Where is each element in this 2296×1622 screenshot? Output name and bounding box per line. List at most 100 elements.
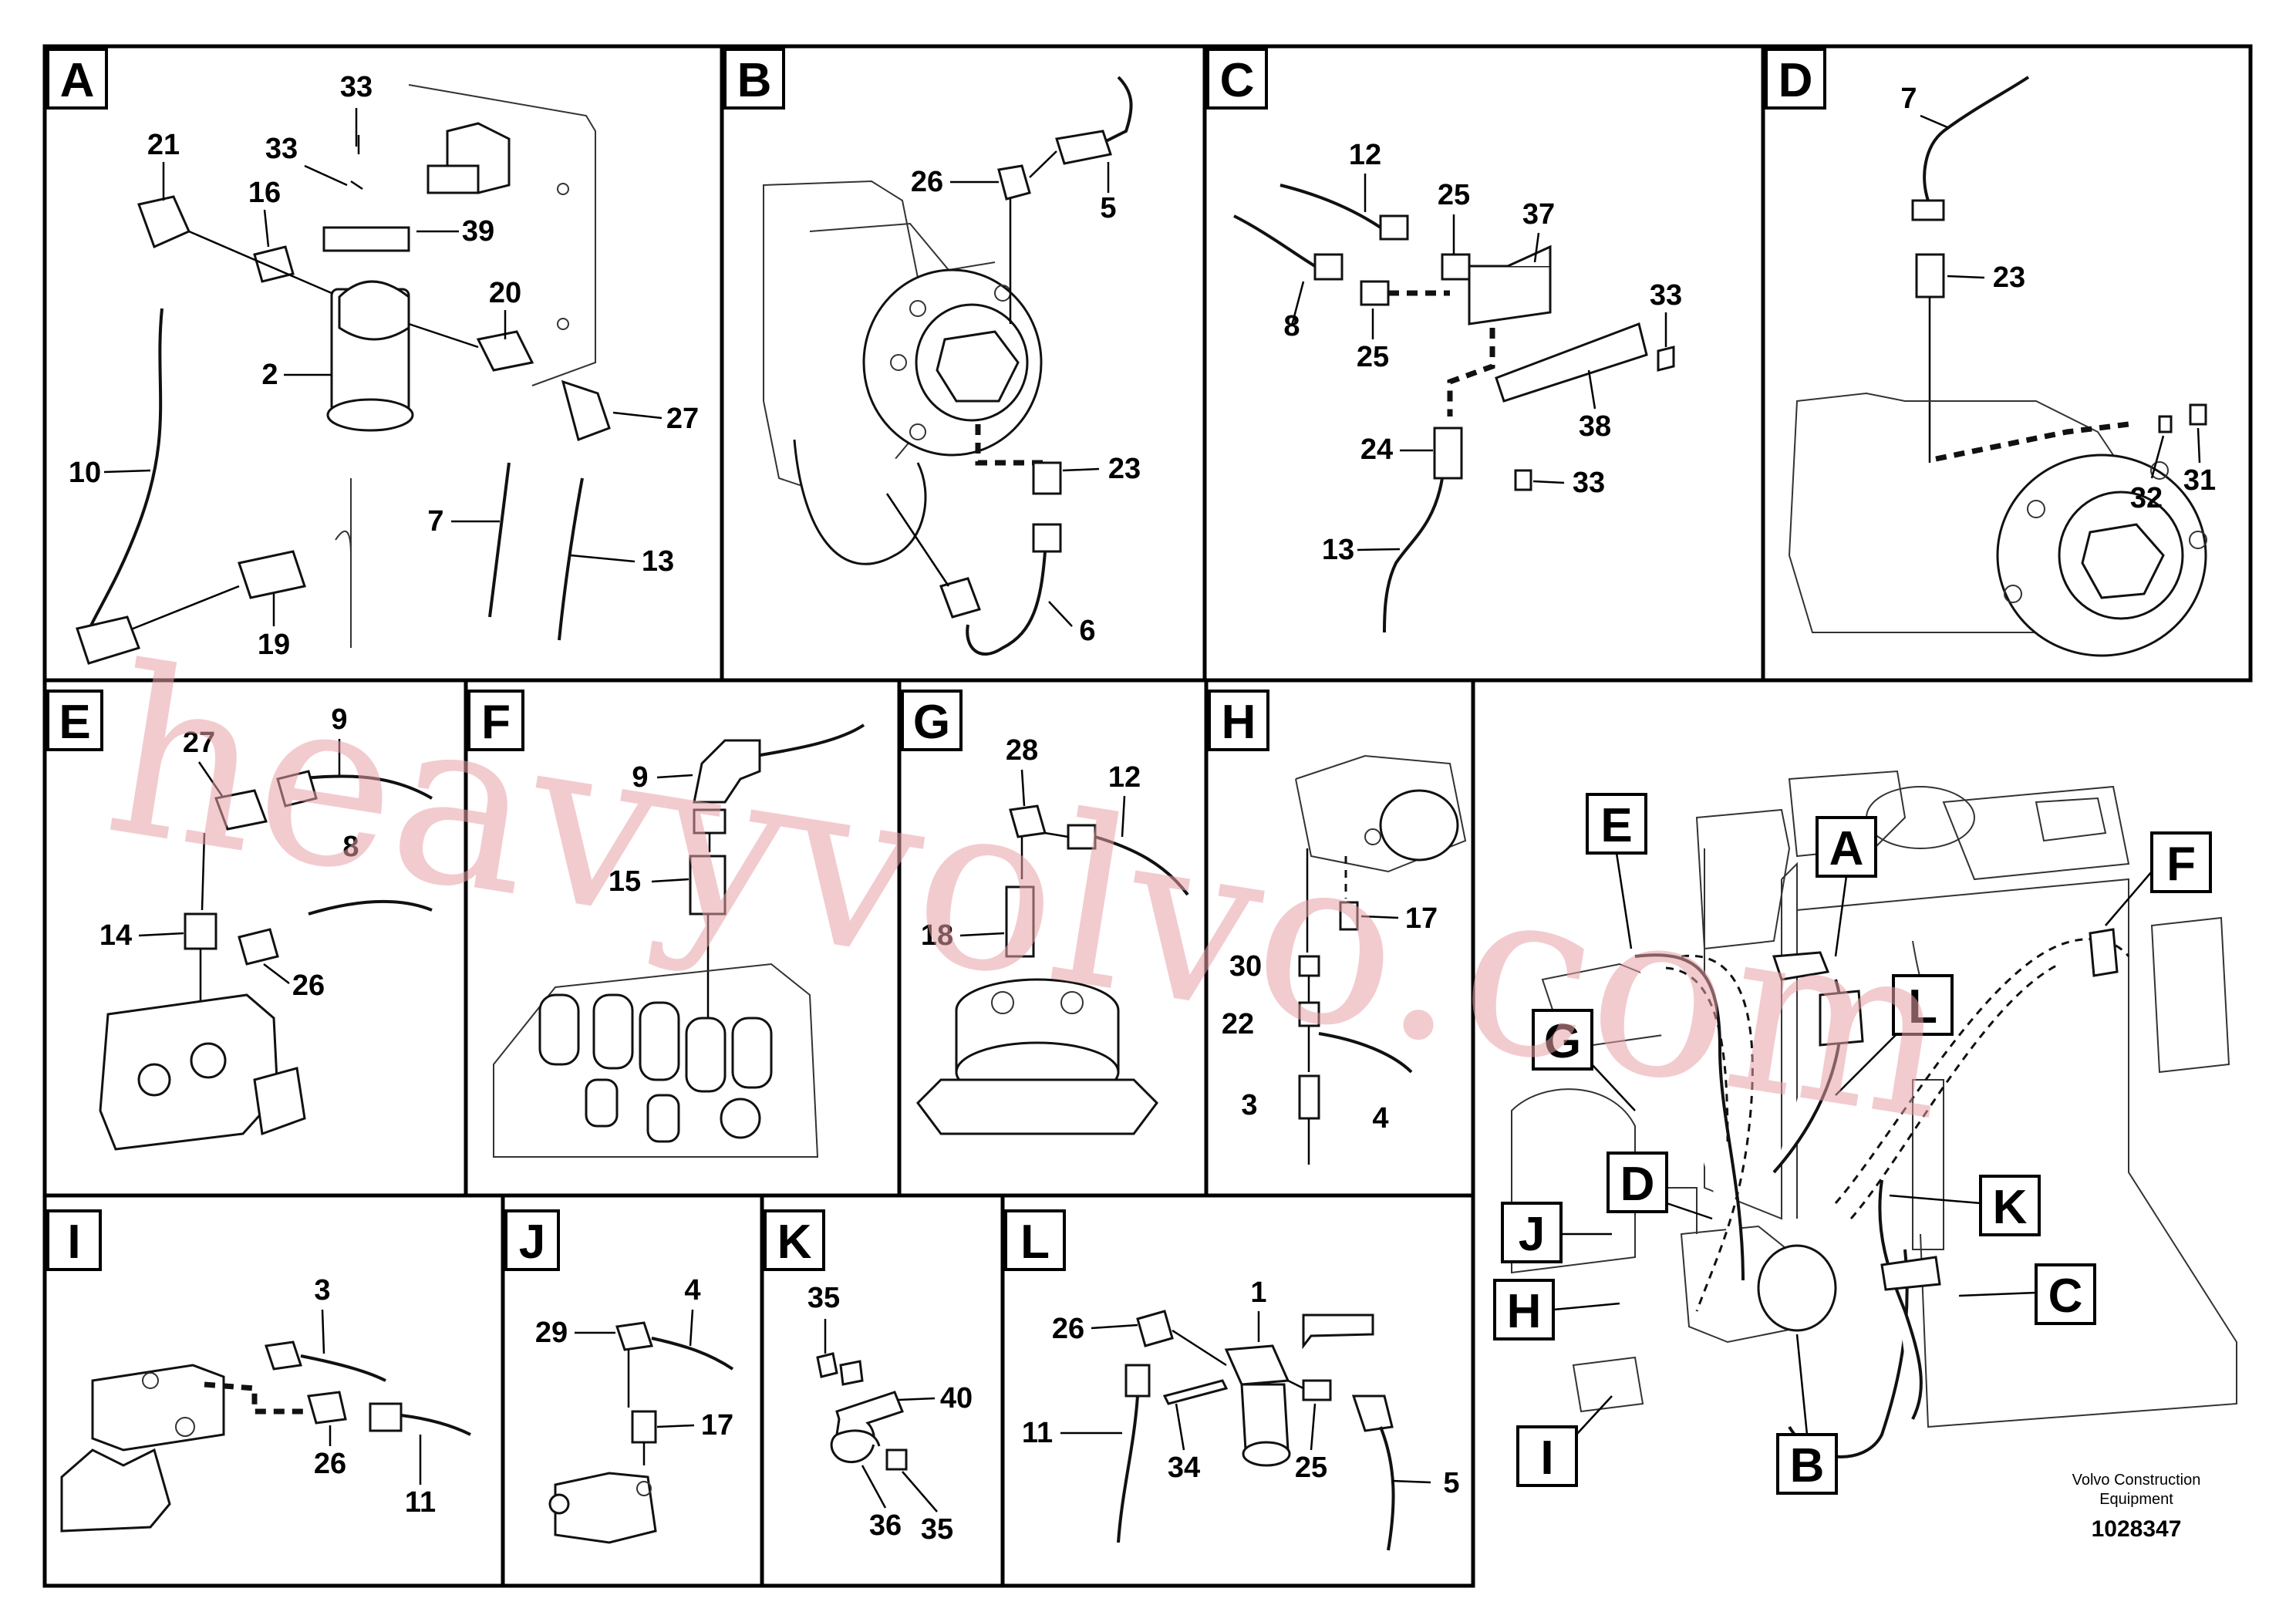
- panel-letter-D: D: [1778, 54, 1813, 107]
- panel-b-drawing: [763, 76, 1133, 656]
- panel-letter-I: I: [67, 1216, 80, 1269]
- callout-a-7: 7: [427, 505, 443, 538]
- overview-label-I: I: [1540, 1431, 1553, 1485]
- panel-h-callouts: 17 30 22 3 4: [1222, 902, 1438, 1135]
- callout-i-3: 3: [314, 1274, 330, 1307]
- panel-letter-I-tag: I: [46, 1209, 102, 1271]
- panel-letter-A: A: [60, 54, 95, 107]
- panel-a-drawing: [76, 84, 611, 665]
- panel-letter-L: L: [1020, 1216, 1050, 1269]
- panel-e-drawing: [99, 770, 433, 1151]
- callout-h-30: 30: [1229, 950, 1262, 983]
- callout-a-21: 21: [147, 129, 180, 161]
- overview-label-H: H: [1507, 1285, 1542, 1338]
- callout-g-28: 28: [1006, 734, 1038, 767]
- callout-e-27: 27: [183, 727, 215, 759]
- panel-h-drawing: [1295, 754, 1467, 1165]
- callout-g-12: 12: [1108, 761, 1141, 794]
- overview-tag-F: F: [2105, 831, 2212, 926]
- callout-l-34: 34: [1168, 1452, 1200, 1484]
- panel-letter-H-tag: H: [1208, 690, 1269, 751]
- overview-tag-B: B: [1776, 1334, 1838, 1495]
- callout-b-5: 5: [1100, 192, 1116, 224]
- panel-k-callouts: 35 40 36 35: [807, 1282, 973, 1546]
- overview-tag-K: K: [1889, 1175, 2041, 1236]
- overview-label-C: C: [2048, 1270, 2083, 1323]
- callout-h-3: 3: [1241, 1089, 1257, 1121]
- overview-label-L: L: [1908, 980, 1937, 1034]
- callout-a-10: 10: [69, 457, 101, 489]
- overview-label-K: K: [1993, 1181, 2028, 1234]
- overview-tag-L: L: [1835, 974, 1954, 1096]
- callout-a-39: 39: [462, 215, 494, 248]
- overview-tag-G: G: [1532, 1009, 1636, 1111]
- callout-c-38: 38: [1579, 410, 1611, 443]
- callout-c-33-top: 33: [1650, 279, 1682, 312]
- brand-line-2: Equipment: [2099, 1491, 2173, 1508]
- panel-d-drawing: [1788, 76, 2207, 657]
- callout-f-15: 15: [609, 865, 641, 898]
- callout-j-4: 4: [684, 1274, 700, 1307]
- callout-c-25-bottom: 25: [1357, 341, 1389, 373]
- callout-e-14: 14: [99, 919, 132, 952]
- callout-c-37: 37: [1522, 198, 1555, 231]
- overview-tag-C: C: [1958, 1263, 2096, 1325]
- panel-letter-J-tag: J: [504, 1209, 560, 1271]
- overview-label-J: J: [1519, 1208, 1545, 1261]
- panel-i-drawing: [60, 1340, 471, 1533]
- callout-a-2: 2: [261, 359, 278, 391]
- panel-letter-D-tag: D: [1765, 48, 1826, 110]
- overview-tag-E: E: [1586, 793, 1647, 949]
- callout-e-8: 8: [342, 831, 359, 863]
- callout-a-33-mid: 33: [265, 133, 298, 165]
- callout-b-6: 6: [1079, 615, 1095, 647]
- overview-tag-J: J: [1501, 1202, 1612, 1263]
- panel-letter-B: B: [737, 54, 772, 107]
- callout-a-13: 13: [642, 545, 674, 578]
- callout-c-12: 12: [1349, 139, 1381, 171]
- callout-l-26: 26: [1052, 1313, 1084, 1345]
- panel-b-callouts: 26 5 23 6: [911, 162, 1141, 647]
- callout-a-27: 27: [666, 403, 699, 435]
- overview-machine-drawing: [1511, 770, 2237, 1458]
- panel-l-callouts: 1 26 11 34 25 5: [1022, 1276, 1460, 1499]
- callout-a-19: 19: [258, 629, 290, 661]
- callout-d-31: 31: [2183, 464, 2216, 497]
- callout-d-7: 7: [1900, 83, 1917, 115]
- brand-line-1: Volvo Construction: [2072, 1472, 2201, 1489]
- overview-label-A: A: [1829, 822, 1864, 875]
- callout-c-8: 8: [1283, 310, 1300, 342]
- panel-letter-K: K: [777, 1216, 812, 1269]
- panel-j-drawing: [548, 1321, 734, 1544]
- panel-f-drawing: [493, 723, 865, 1158]
- overview-tag-D: D: [1607, 1152, 1713, 1220]
- panel-letter-A-tag: A: [46, 48, 108, 110]
- callout-j-17: 17: [701, 1409, 733, 1442]
- panel-k-drawing: [816, 1352, 908, 1471]
- panel-c-callouts: 12 25 37 8 25 33 38 24 33 13: [1283, 139, 1682, 566]
- callout-c-25-top: 25: [1438, 179, 1470, 211]
- callout-b-26: 26: [911, 166, 943, 198]
- overview-tag-A: A: [1816, 816, 1877, 957]
- panel-letter-F-tag: F: [467, 690, 524, 751]
- callout-g-18: 18: [921, 919, 953, 952]
- panel-letter-B-tag: B: [723, 48, 785, 110]
- drawing-number: 1028347: [2092, 1516, 2182, 1542]
- overview-label-B: B: [1790, 1439, 1825, 1492]
- callout-f-9: 9: [632, 761, 648, 794]
- panel-c-drawing: [1233, 184, 1675, 633]
- callout-k-36: 36: [869, 1509, 902, 1542]
- panel-letter-F: F: [481, 696, 511, 749]
- panel-i-callouts: 3 26 11: [314, 1274, 436, 1519]
- callout-l-11: 11: [1022, 1417, 1053, 1449]
- panel-a-callouts: 33 33 21 16 39 20 2 27 10 7 13 19: [69, 71, 699, 661]
- overview-label-F: F: [2166, 838, 2196, 891]
- callout-c-24: 24: [1360, 433, 1393, 466]
- overview-tag-I: I: [1516, 1395, 1613, 1487]
- callout-i-26: 26: [314, 1448, 346, 1480]
- panel-letter-L-tag: L: [1004, 1209, 1066, 1271]
- callout-l-5: 5: [1443, 1467, 1459, 1499]
- callout-h-22: 22: [1222, 1008, 1254, 1040]
- callout-k-40: 40: [940, 1382, 973, 1415]
